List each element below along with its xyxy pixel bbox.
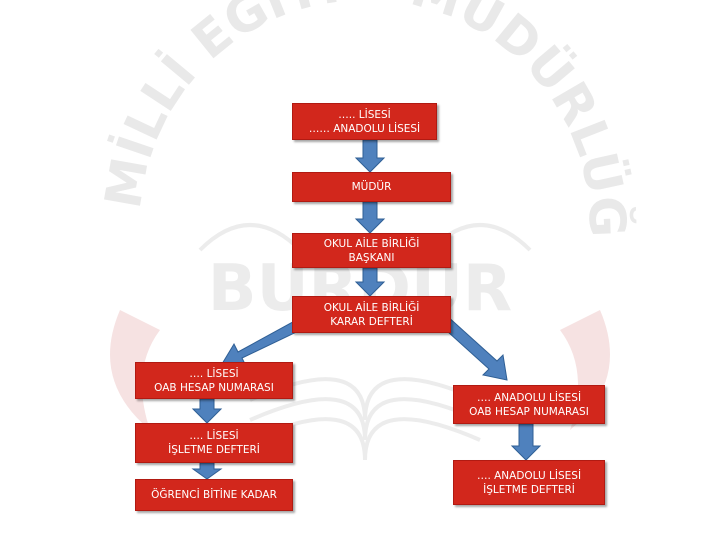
arrow-lise-account-to-ledger [191, 398, 223, 424]
until-receipt-box: ÖĞRENCİ BİTİNE KADAR [135, 479, 293, 511]
arrow-president-to-book [354, 267, 386, 297]
watermark-book-icon [198, 223, 532, 461]
arrow-principal-to-president [354, 201, 386, 234]
oab-president-line2: BAŞKANI [348, 251, 395, 264]
lise-ledger-line1: …. LİSESİ [189, 430, 239, 442]
oab-decision-book-line1: OKUL AİLE BİRLİĞİ [323, 301, 420, 314]
until-receipt-line1: ÖĞRENCİ BİTİNE KADAR [151, 489, 277, 501]
anadolu-account-line1: …. ANADOLU LİSESİ [476, 391, 582, 404]
school-box: ….. LİSESİ …… ANADOLU LİSESİ [292, 103, 437, 140]
oab-president-box: OKUL AİLE BİRLİĞİ BAŞKANI [292, 233, 451, 268]
anadolu-account-line2: OAB HESAP NUMARASI [469, 405, 589, 418]
principal-box: MÜDÜR [292, 172, 451, 202]
anadolu-ledger-box: …. ANADOLU LİSESİ İŞLETME DEFTERİ [453, 460, 605, 505]
anadolu-account-box: …. ANADOLU LİSESİ OAB HESAP NUMARASI [453, 385, 605, 424]
lise-ledger-line2: İŞLETME DEFTERİ [168, 444, 260, 456]
anadolu-ledger-line2: İŞLETME DEFTERİ [483, 483, 575, 496]
arrow-lise-ledger-to-receipt [191, 462, 223, 480]
lise-account-line1: …. LİSESİ [189, 367, 239, 380]
school-line1: ….. LİSESİ [338, 108, 391, 121]
oab-decision-book-box: OKUL AİLE BİRLİĞİ KARAR DEFTERİ [292, 296, 451, 333]
oab-decision-book-line2: KARAR DEFTERİ [330, 315, 413, 328]
arrow-book-to-anadolu-account [436, 314, 508, 381]
lise-account-box: …. LİSESİ OAB HESAP NUMARASI [135, 362, 293, 399]
oab-president-line1: OKUL AİLE BİRLİĞİ [323, 237, 420, 250]
anadolu-ledger-line1: …. ANADOLU LİSESİ [476, 469, 582, 482]
arrow-anadolu-account-to-ledger [510, 423, 542, 461]
principal-line1: MÜDÜR [351, 181, 392, 193]
school-line2: …… ANADOLU LİSESİ [308, 122, 421, 135]
arrow-school-to-principal [354, 139, 386, 173]
lise-ledger-box: …. LİSESİ İŞLETME DEFTERİ [135, 423, 293, 463]
lise-account-line2: OAB HESAP NUMARASI [154, 381, 274, 394]
